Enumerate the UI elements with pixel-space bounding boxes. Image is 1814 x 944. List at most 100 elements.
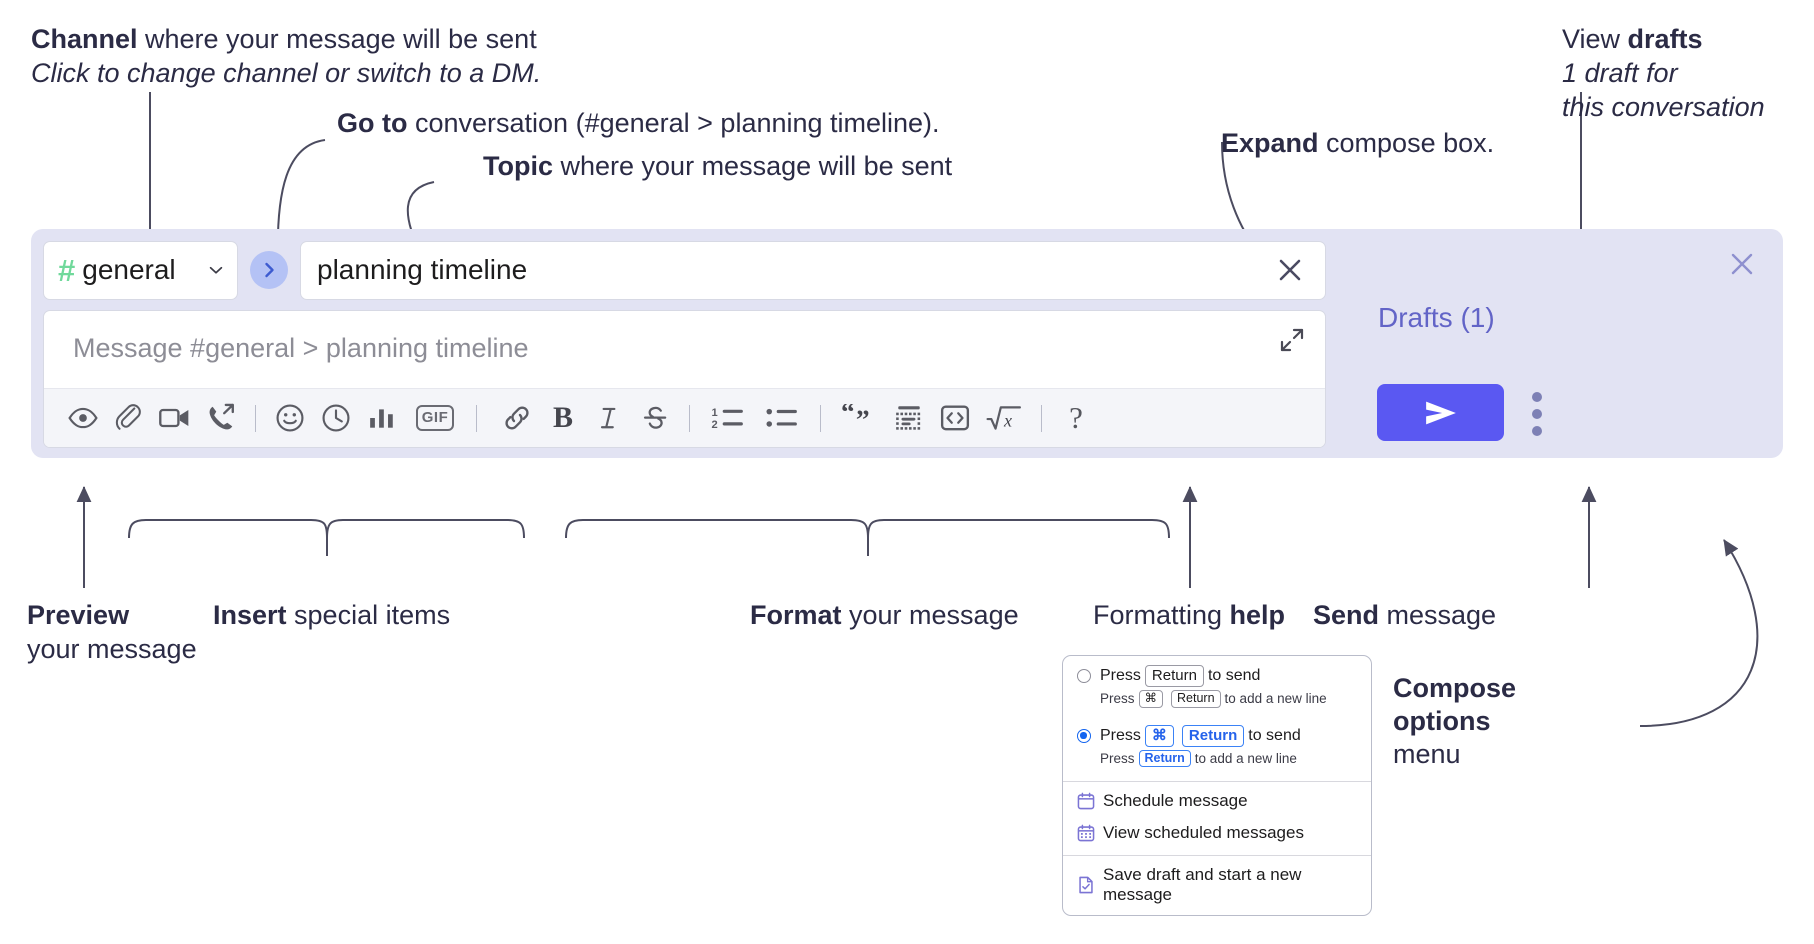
latex-icon[interactable]: x <box>978 397 1030 439</box>
annotation-insert-bold: Insert <box>213 600 287 630</box>
annotation-drafts: View drafts 1 draft for this conversatio… <box>1562 22 1765 124</box>
menu-item-save-draft[interactable]: Save draft and start a new message <box>1063 856 1371 915</box>
radio-option-return-to-send[interactable]: Press Return to send <box>1063 656 1371 688</box>
call-forward-icon[interactable] <box>198 397 244 439</box>
annotation-help-bold: help <box>1229 600 1286 630</box>
radio1-tail: to send <box>1207 667 1261 685</box>
kebab-dot <box>1532 392 1542 402</box>
close-icon[interactable] <box>1273 253 1307 287</box>
svg-text:”: ” <box>856 404 870 432</box>
annotation-channel-bold: Channel <box>31 24 138 54</box>
kebab-dot <box>1532 409 1542 419</box>
hash-icon: # <box>58 252 75 288</box>
channel-selector[interactable]: # general <box>43 240 238 300</box>
annotation-goto-rest: conversation (#general > planning timeli… <box>407 108 940 138</box>
chevron-right-icon <box>265 262 274 278</box>
close-icon[interactable] <box>1727 249 1757 279</box>
key-return: Return <box>1171 690 1221 708</box>
annotation-topic: Topic where your message will be sent <box>483 149 952 183</box>
code-icon[interactable] <box>932 397 978 439</box>
emoji-icon[interactable] <box>267 397 313 439</box>
gif-label: GIF <box>415 405 455 431</box>
ordered-list-icon[interactable]: 1 2 <box>701 397 755 439</box>
menu-item-label: View scheduled messages <box>1103 823 1304 843</box>
radio2-sub-press: Press <box>1100 751 1135 767</box>
expand-icon[interactable] <box>1279 327 1307 355</box>
compose-options-button[interactable] <box>1524 392 1550 436</box>
annotation-channel: Channel where your message will be sent … <box>31 22 541 90</box>
gif-icon[interactable]: GIF <box>405 397 465 439</box>
radio1-press: Press <box>1100 667 1141 685</box>
radio-option-cmd-return-to-send[interactable]: Press ⌘ Return to send <box>1063 716 1371 747</box>
blockquote-icon[interactable]: “ ” <box>832 397 886 439</box>
toolbar-separator <box>476 404 477 432</box>
radio2-tail: to send <box>1248 726 1301 744</box>
toolbar-separator <box>1041 404 1042 432</box>
annotation-format-rest: your message <box>841 600 1019 630</box>
drafts-link[interactable]: Drafts (1) <box>1378 302 1495 333</box>
svg-text:“: “ <box>841 404 855 427</box>
bulleted-list-icon[interactable] <box>755 397 809 439</box>
annotation-compose-options-bold2: options <box>1393 705 1491 736</box>
italic-icon[interactable] <box>586 397 632 439</box>
drafts-panel: Drafts (1) <box>1326 229 1783 458</box>
annotation-help: Formatting help <box>1093 598 1285 632</box>
key-return: Return <box>1181 724 1245 747</box>
annotation-insert: Insert special items <box>213 598 450 632</box>
radio-button[interactable] <box>1077 669 1091 684</box>
kebab-dot <box>1532 426 1542 436</box>
key-command: ⌘ <box>1144 724 1174 747</box>
formatting-toolbar: GIF B <box>44 388 1325 447</box>
bold-icon[interactable]: B <box>540 397 586 439</box>
radio2-hint: Press Return to add a new line <box>1063 747 1371 775</box>
radio2-press: Press <box>1100 726 1141 744</box>
menu-item-schedule-message[interactable]: Schedule message <box>1063 782 1371 817</box>
radio1-sub-press: Press <box>1100 691 1135 707</box>
menu-item-view-scheduled-messages[interactable]: View scheduled messages <box>1063 817 1371 849</box>
clock-icon[interactable] <box>313 397 359 439</box>
goto-conversation-button[interactable] <box>250 251 288 289</box>
link-icon[interactable] <box>494 397 540 439</box>
compose-top-row: # general planning timeline <box>43 239 1326 301</box>
radio2-sub-tail: to add a new line <box>1194 751 1297 767</box>
attachment-icon[interactable] <box>106 397 152 439</box>
message-input-area[interactable]: Message #general > planning timeline <box>43 310 1326 448</box>
strikethrough-icon[interactable] <box>632 397 678 439</box>
annotation-preview-bold: Preview <box>27 600 130 630</box>
chevron-down-icon <box>207 261 225 279</box>
preview-icon[interactable] <box>60 397 106 439</box>
toolbar-separator <box>255 404 256 432</box>
menu-item-label: Save draft and start a new message <box>1103 865 1302 905</box>
annotation-preview-sub: your message <box>27 634 197 665</box>
compose-options-menu: Press Return to send Press ⌘ Return to a… <box>1062 655 1372 917</box>
annotation-topic-bold: Topic <box>483 151 553 181</box>
toolbar-separator <box>820 404 821 432</box>
save-draft-icon <box>1077 876 1103 894</box>
help-label: ? <box>1069 400 1083 435</box>
key-command: ⌘ <box>1138 690 1164 708</box>
key-return: Return <box>1138 749 1191 768</box>
annotation-send-rest: message <box>1379 600 1497 630</box>
annotation-drafts-sub2: this conversation <box>1562 92 1765 123</box>
code-block-icon[interactable] <box>886 397 932 439</box>
annotation-goto-bold: Go to <box>337 108 408 138</box>
radio1-hint: Press ⌘ Return to add a new line <box>1063 687 1371 715</box>
annotation-send: Send message <box>1313 598 1496 632</box>
radio-button-selected[interactable] <box>1077 728 1091 743</box>
annotation-preview: Preview your message <box>27 598 197 666</box>
compose-main-area: # general planning timeline <box>43 239 1326 448</box>
poll-icon[interactable] <box>359 397 405 439</box>
annotation-help-pre: Formatting <box>1093 600 1230 630</box>
annotation-compose-options-bold1: Compose <box>1393 673 1517 703</box>
annotation-compose-options: Compose options menu <box>1393 672 1516 771</box>
send-button[interactable] <box>1377 384 1504 441</box>
annotation-send-bold: Send <box>1313 600 1380 630</box>
send-icon <box>1425 401 1456 424</box>
help-icon[interactable]: ? <box>1053 397 1099 439</box>
annotation-expand-rest: compose box. <box>1318 128 1495 158</box>
topic-field[interactable]: planning timeline <box>300 240 1326 300</box>
video-icon[interactable] <box>152 397 198 439</box>
annotation-format: Format your message <box>750 598 1019 632</box>
menu-divider <box>1063 781 1371 783</box>
